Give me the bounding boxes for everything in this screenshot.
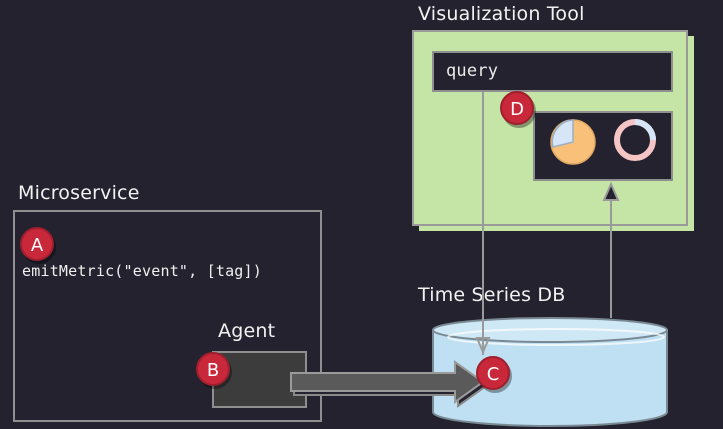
- query-to-db-arrow: [475, 92, 491, 355]
- microservice-title: Microservice: [18, 182, 140, 204]
- badge-d: D: [500, 91, 534, 125]
- emit-metric-code: emitMetric("event", [tag]): [22, 262, 262, 280]
- donut-chart-icon: [614, 119, 656, 161]
- db-to-charts-arrow: [602, 181, 620, 318]
- badge-c: C: [476, 356, 510, 390]
- agent-to-db-arrow: [290, 360, 488, 408]
- database-cylinder: [432, 317, 668, 427]
- database-title: Time Series DB: [418, 284, 566, 306]
- badge-b: B: [196, 352, 230, 386]
- microservice-container: [13, 210, 322, 422]
- query-box[interactable]: [432, 51, 673, 92]
- visualization-title: Visualization Tool: [418, 3, 585, 25]
- agent-title: Agent: [218, 320, 276, 342]
- badge-a: A: [20, 227, 54, 261]
- query-label: query: [446, 61, 499, 81]
- pie-chart-icon: [550, 119, 596, 165]
